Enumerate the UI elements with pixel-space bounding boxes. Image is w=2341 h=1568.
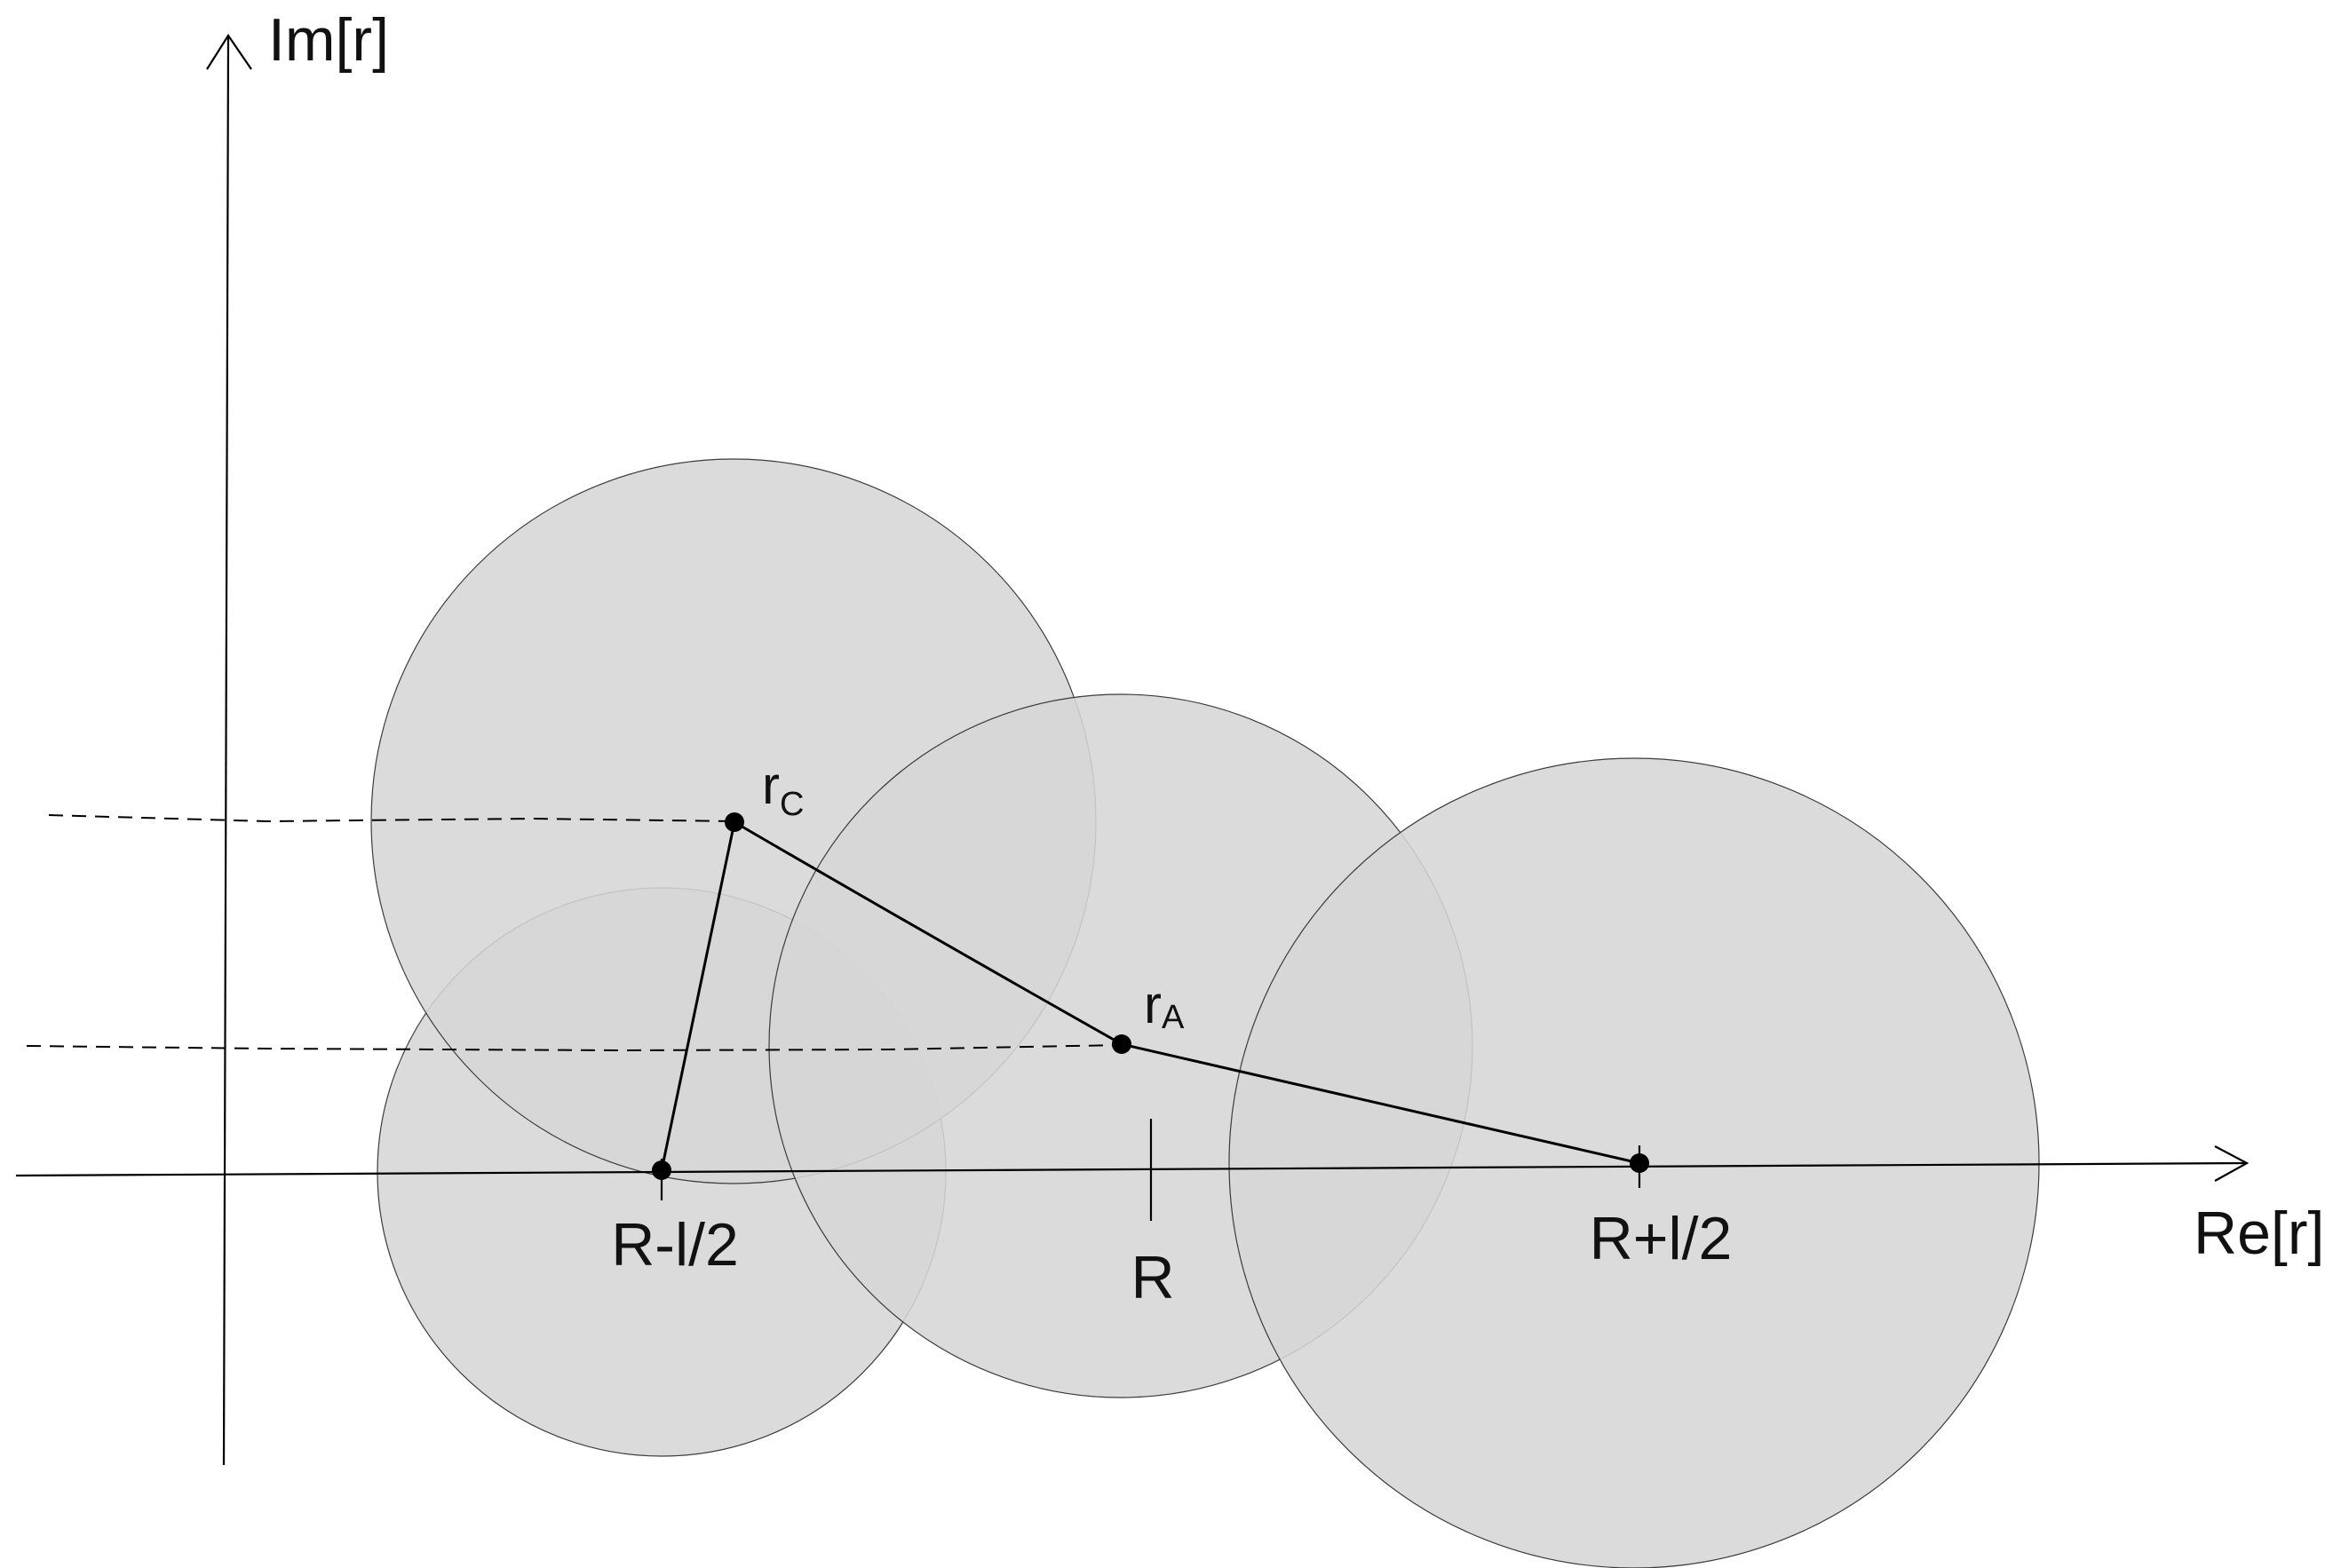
vertical-axis-label: Im[r] bbox=[268, 6, 389, 74]
horizontal-axis-label: Re[r] bbox=[2194, 1200, 2324, 1267]
projection-lines bbox=[26, 814, 1122, 1052]
tick-label-left: R-l/2 bbox=[611, 1211, 739, 1279]
edge-rc-to-ra bbox=[734, 820, 1123, 1046]
axes bbox=[15, 33, 2250, 1466]
vertical-axis bbox=[222, 35, 230, 1466]
point-ra bbox=[1112, 1034, 1131, 1054]
tick-label-middle: R bbox=[1131, 1244, 1174, 1311]
horizontal-axis-arrowhead bbox=[2214, 1145, 2250, 1182]
points bbox=[652, 812, 1649, 1180]
dashed-line-rc bbox=[48, 814, 734, 823]
tick-label-right: R+l/2 bbox=[1590, 1205, 1733, 1272]
vertical-axis-arrowhead bbox=[206, 33, 252, 70]
point-left bbox=[652, 1160, 671, 1180]
label-rc-main: r bbox=[762, 756, 780, 815]
edge-left-to-rc bbox=[660, 821, 736, 1171]
point-right bbox=[1630, 1153, 1649, 1173]
label-rc: r C bbox=[762, 756, 804, 823]
point-rc bbox=[725, 812, 744, 832]
edge-ra-to-right bbox=[1121, 1042, 1640, 1165]
label-ra: r A bbox=[1144, 975, 1185, 1036]
label-rc-subscript: C bbox=[780, 786, 804, 823]
polygon-edges bbox=[660, 820, 1640, 1171]
disks bbox=[370, 458, 2040, 1568]
label-ra-subscript: A bbox=[1162, 999, 1185, 1036]
label-ra-main: r bbox=[1144, 975, 1162, 1034]
horizontal-axis bbox=[15, 1161, 2248, 1177]
